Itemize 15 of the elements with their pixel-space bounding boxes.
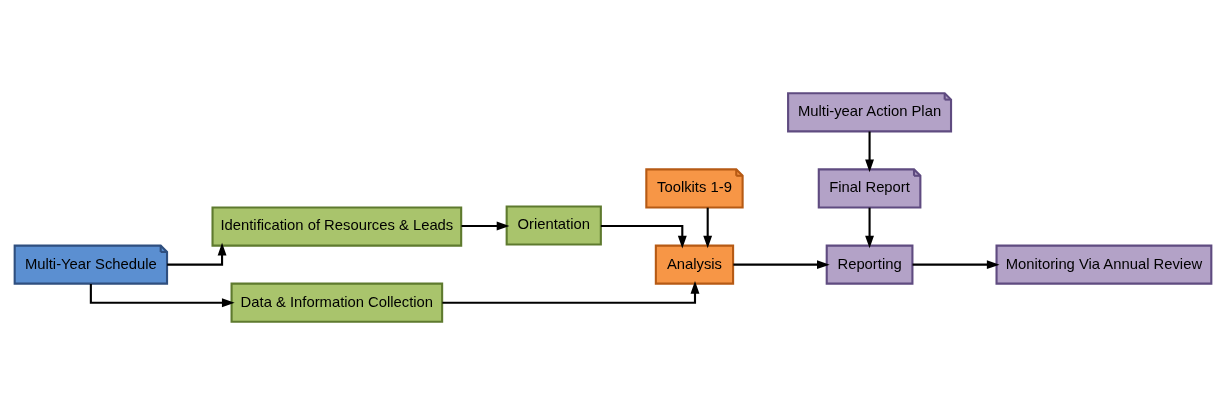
arrow	[703, 207, 713, 249]
node-box: Identification of Resources & Leads	[211, 206, 463, 247]
arrow	[167, 242, 227, 266]
node-box: Reporting	[825, 244, 914, 285]
arrow	[733, 260, 830, 270]
node-box: Data & Information Collection	[230, 282, 444, 323]
node-box: Orientation	[505, 205, 602, 246]
arrow	[600, 224, 687, 249]
arrow	[442, 280, 700, 304]
arrow	[865, 131, 875, 173]
arrow	[865, 207, 875, 249]
arrow	[461, 221, 510, 231]
node-box: Analysis	[654, 244, 735, 285]
arrow	[912, 260, 1000, 270]
node-box: Monitoring Via Annual Review	[995, 244, 1213, 285]
